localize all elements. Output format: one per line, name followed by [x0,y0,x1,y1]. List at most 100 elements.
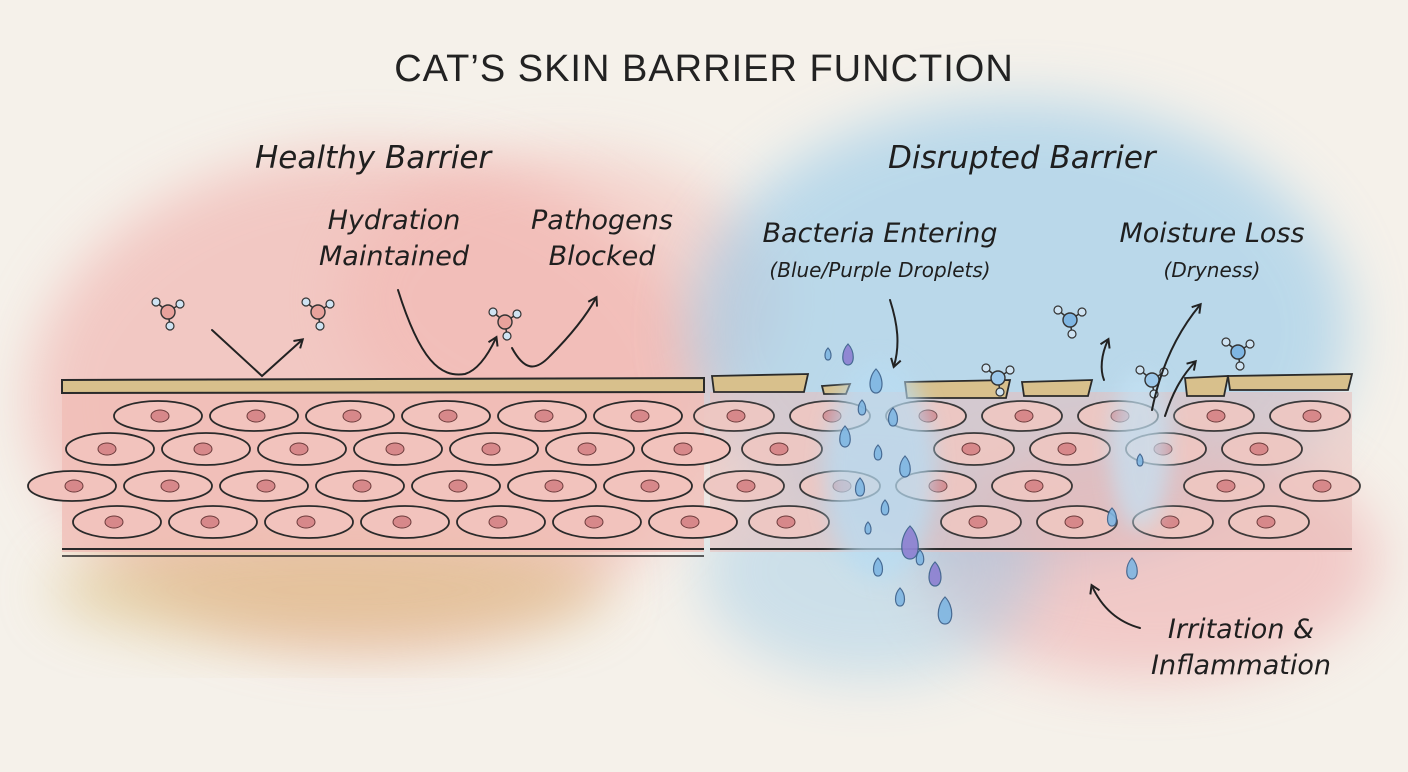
oxygen-atom [160,304,176,320]
water-molecule [981,363,1015,397]
cell-nucleus [680,515,700,529]
bacteria-droplet [842,343,854,366]
cell-nucleus [726,409,746,423]
irritation-label-line1: Irritation & [1167,614,1315,645]
hydration-maintained-label: Hydration Maintained [304,203,484,275]
cell-nucleus [97,442,117,456]
hydrogen-atom [151,297,161,307]
healthy-stratum-corneum [61,376,705,395]
water-molecule [1221,337,1255,371]
cell-nucleus [246,409,266,423]
bacteria-droplet [1106,507,1118,527]
cell-nucleus [1014,409,1034,423]
stratum-scale [1020,379,1094,397]
cell-nucleus [1206,409,1226,423]
oxygen-atom [1144,372,1160,388]
cell-nucleus [104,515,124,529]
diagram-title: CAT’S SKIN BARRIER FUNCTION [394,48,1014,90]
moisture-loss-label: Moisture Loss [1119,218,1305,249]
healthy-ochre-wash [50,535,610,645]
bacteria-droplets [824,343,1144,625]
hydrogen-atom [1245,339,1255,349]
cell-nucleus [577,442,597,456]
water-molecules [151,297,1255,399]
cell-nucleus [160,479,180,493]
hydrogen-atom [301,297,311,307]
bacteria-droplet [857,399,867,416]
cell-nucleus [736,479,756,493]
hydrogen-atom [1221,337,1231,347]
cell-nucleus [673,442,693,456]
cell-nucleus [448,479,468,493]
cell-nucleus [481,442,501,456]
cell-nucleus [200,515,220,529]
stratum-scale [710,373,810,393]
cell-nucleus [769,442,789,456]
hydrogen-atom [1077,307,1087,317]
water-molecule [301,297,335,331]
hydrogen-atom [1005,365,1015,375]
stratum-scale [1226,373,1354,391]
cell-nucleus [630,409,650,423]
bacteria-droplet [894,587,906,607]
bacteria-wash [825,360,935,580]
irritation-inflammation-label: Irritation & Inflammation [1136,612,1346,684]
cell-nucleus [438,409,458,423]
moisture-loss-sublabel: (Dryness) [1163,258,1261,282]
disrupted-barrier-heading: Disrupted Barrier [888,140,1156,176]
bacteria-droplet [873,444,883,461]
hydration-label-line1: Hydration [327,205,461,236]
bacteria-droplet [880,499,890,516]
bacteria-droplet [1136,453,1144,467]
oxygen-atom [310,304,326,320]
cell-nucleus [776,515,796,529]
cell-nucleus [1249,442,1269,456]
water-molecule [1053,305,1087,339]
bacteria-entering-sublabel: (Blue/Purple Droplets) [769,258,991,282]
moisture-gap-wash [1110,370,1170,530]
cell-nucleus [392,515,412,529]
hydrogen-atom [995,387,1005,397]
hydrogen-atom [175,299,185,309]
hydrogen-atom [1067,329,1077,339]
cell-nucleus [385,442,405,456]
cell-nucleus [352,479,372,493]
cell-nucleus [1057,442,1077,456]
cell-nucleus [289,442,309,456]
cell-nucleus [1302,409,1322,423]
water-molecule [151,297,185,331]
bacteria-droplet [864,521,872,535]
cell-nucleus [640,479,660,493]
cell-nucleus [534,409,554,423]
bacteria-droplet [1126,557,1138,580]
hydration-label-line2: Maintained [319,241,469,272]
skin-cells [27,400,1361,539]
cell-nucleus [1160,515,1180,529]
healthy-pink-wash-2 [340,150,780,450]
oxygen-atom [497,314,513,330]
healthy-barrier-heading: Healthy Barrier [255,140,492,176]
cell-nucleus [544,479,564,493]
hydrogen-atom [488,307,498,317]
hydrogen-atom [981,363,991,373]
bacteria-droplet [839,425,851,448]
moisture-loss-arrow-1 [1099,337,1111,381]
bacteria-droplet [928,561,942,587]
cell-nucleus [1216,479,1236,493]
oxygen-atom [1230,344,1246,360]
cell-nucleus [193,442,213,456]
hydrogen-atom [502,331,512,341]
cell-nucleus [1064,515,1084,529]
hydrogen-atom [1235,361,1245,371]
oxygen-atom [990,370,1006,386]
bacteria-droplet [899,455,911,478]
hydrogen-atom [315,321,325,331]
cell-nucleus [968,515,988,529]
irritation-arrow [1089,583,1141,629]
hydration-deflect-arrow [211,329,305,378]
hydrogen-atom [325,299,335,309]
cell-nucleus [342,409,362,423]
bacteria-entering-label: Bacteria Entering [762,218,998,249]
hydrogen-atom [165,321,175,331]
